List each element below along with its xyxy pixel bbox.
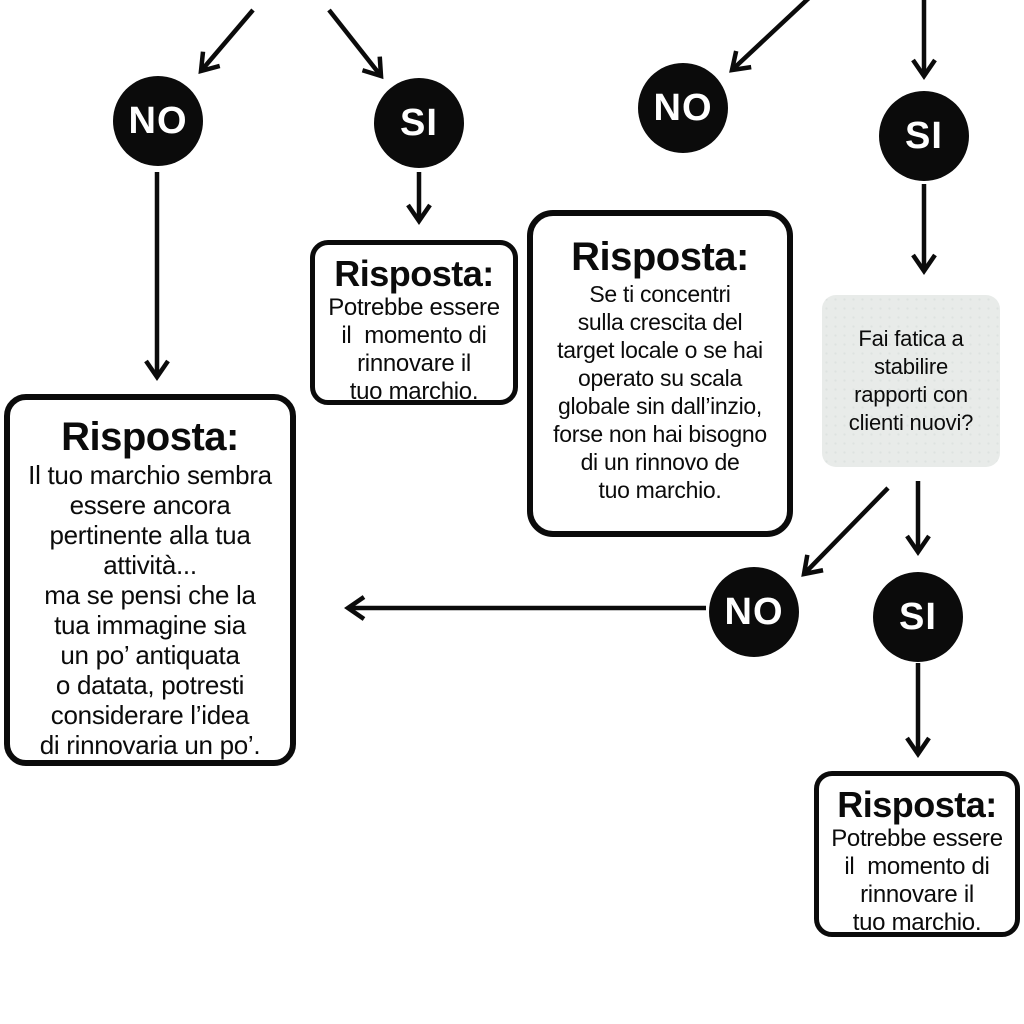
node-no-1-label: NO [128,99,188,142]
answer-box-si3-title: Risposta: [837,784,997,825]
node-no-1: NO [113,76,203,166]
answer-box-no2-title: Risposta: [571,235,749,279]
answer-box-left-title: Risposta: [61,415,239,459]
node-no-2-label: NO [653,86,713,129]
node-si-1-label: SI [400,101,438,144]
question-box-gray: Fai fatica a stabilire rapporti con clie… [822,295,1000,467]
node-si-1: SI [374,78,464,168]
flow-arrow [327,8,384,80]
answer-box-si1-title: Risposta: [334,253,494,294]
answer-box-left-body: Il tuo marchio sembra essere ancora pert… [28,460,272,760]
answer-box-si1-body: Potrebbe essere il momento di rinnovare … [328,294,500,406]
node-si-2: SI [879,91,969,181]
answer-box-si1: Risposta: Potrebbe essere il momento di … [310,240,518,405]
question-box-gray-body: Fai fatica a stabilire rapporti con clie… [848,326,974,435]
node-no-3-label: NO [724,590,784,633]
flow-arrow [198,8,255,75]
node-no-2: NO [638,63,728,153]
answer-box-no2-body: Se ti concentri sulla crescita del targe… [553,281,767,503]
node-no-3: NO [709,567,799,657]
node-si-3-label: SI [899,595,937,638]
flow-arrow [801,486,890,577]
node-si-2-label: SI [905,114,943,157]
node-si-3: SI [873,572,963,662]
answer-box-no2: Risposta: Se ti concentri sulla crescita… [527,210,793,537]
flow-arrow [729,0,811,73]
answer-box-left: Risposta: Il tuo marchio sembra essere a… [4,394,296,766]
answer-box-si3-body: Potrebbe essere il momento di rinnovare … [831,825,1003,937]
answer-box-si3: Risposta: Potrebbe essere il momento di … [814,771,1020,937]
